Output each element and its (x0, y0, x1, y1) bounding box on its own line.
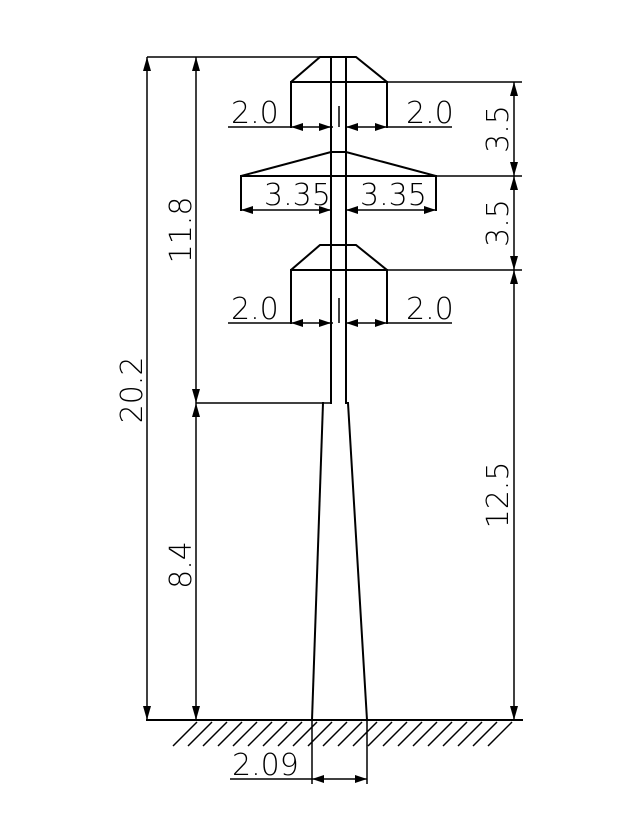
dim-low-cross-left-label: 2.0 (231, 292, 279, 327)
dim-spacing-mid-label: 3.5 (481, 199, 516, 247)
dim-total-height-label: 20.2 (115, 357, 150, 424)
dim-top-cross-right-label: 2.0 (406, 96, 454, 131)
dim-base-width-label: 2.09 (232, 748, 299, 783)
dim-lowest-arm-label: 12.5 (481, 462, 516, 529)
dim-right-spacings: 3.5 3.5 12.5 (387, 81, 522, 720)
ground-hatch (146, 719, 523, 747)
lower-crossarm (290, 244, 388, 324)
dim-spacing-top-label: 3.5 (481, 105, 516, 153)
dim-mid-cross: 3.35 3.35 (241, 178, 436, 214)
dim-total-height: 20.2 (115, 56, 331, 720)
dim-base-height: 8.4 (164, 403, 200, 720)
dim-top-cross-left-label: 2.0 (231, 96, 279, 131)
top-crossarm (290, 56, 388, 128)
middle-crossarm (240, 151, 437, 211)
dim-low-cross: 2.0 2.0 (228, 292, 454, 327)
dim-base-height-label: 8.4 (164, 541, 199, 589)
dim-top-cross: 2.0 2.0 (228, 96, 454, 131)
dim-upper-height-label: 11.8 (164, 197, 199, 264)
dim-mid-cross-right-label: 3.35 (360, 178, 427, 213)
dim-mid-cross-left-label: 3.35 (264, 178, 331, 213)
dim-base-width: 2.09 (230, 720, 368, 784)
dim-low-cross-right-label: 2.0 (406, 292, 454, 327)
dim-upper-height: 11.8 (164, 57, 331, 404)
tower-structure (240, 56, 437, 722)
